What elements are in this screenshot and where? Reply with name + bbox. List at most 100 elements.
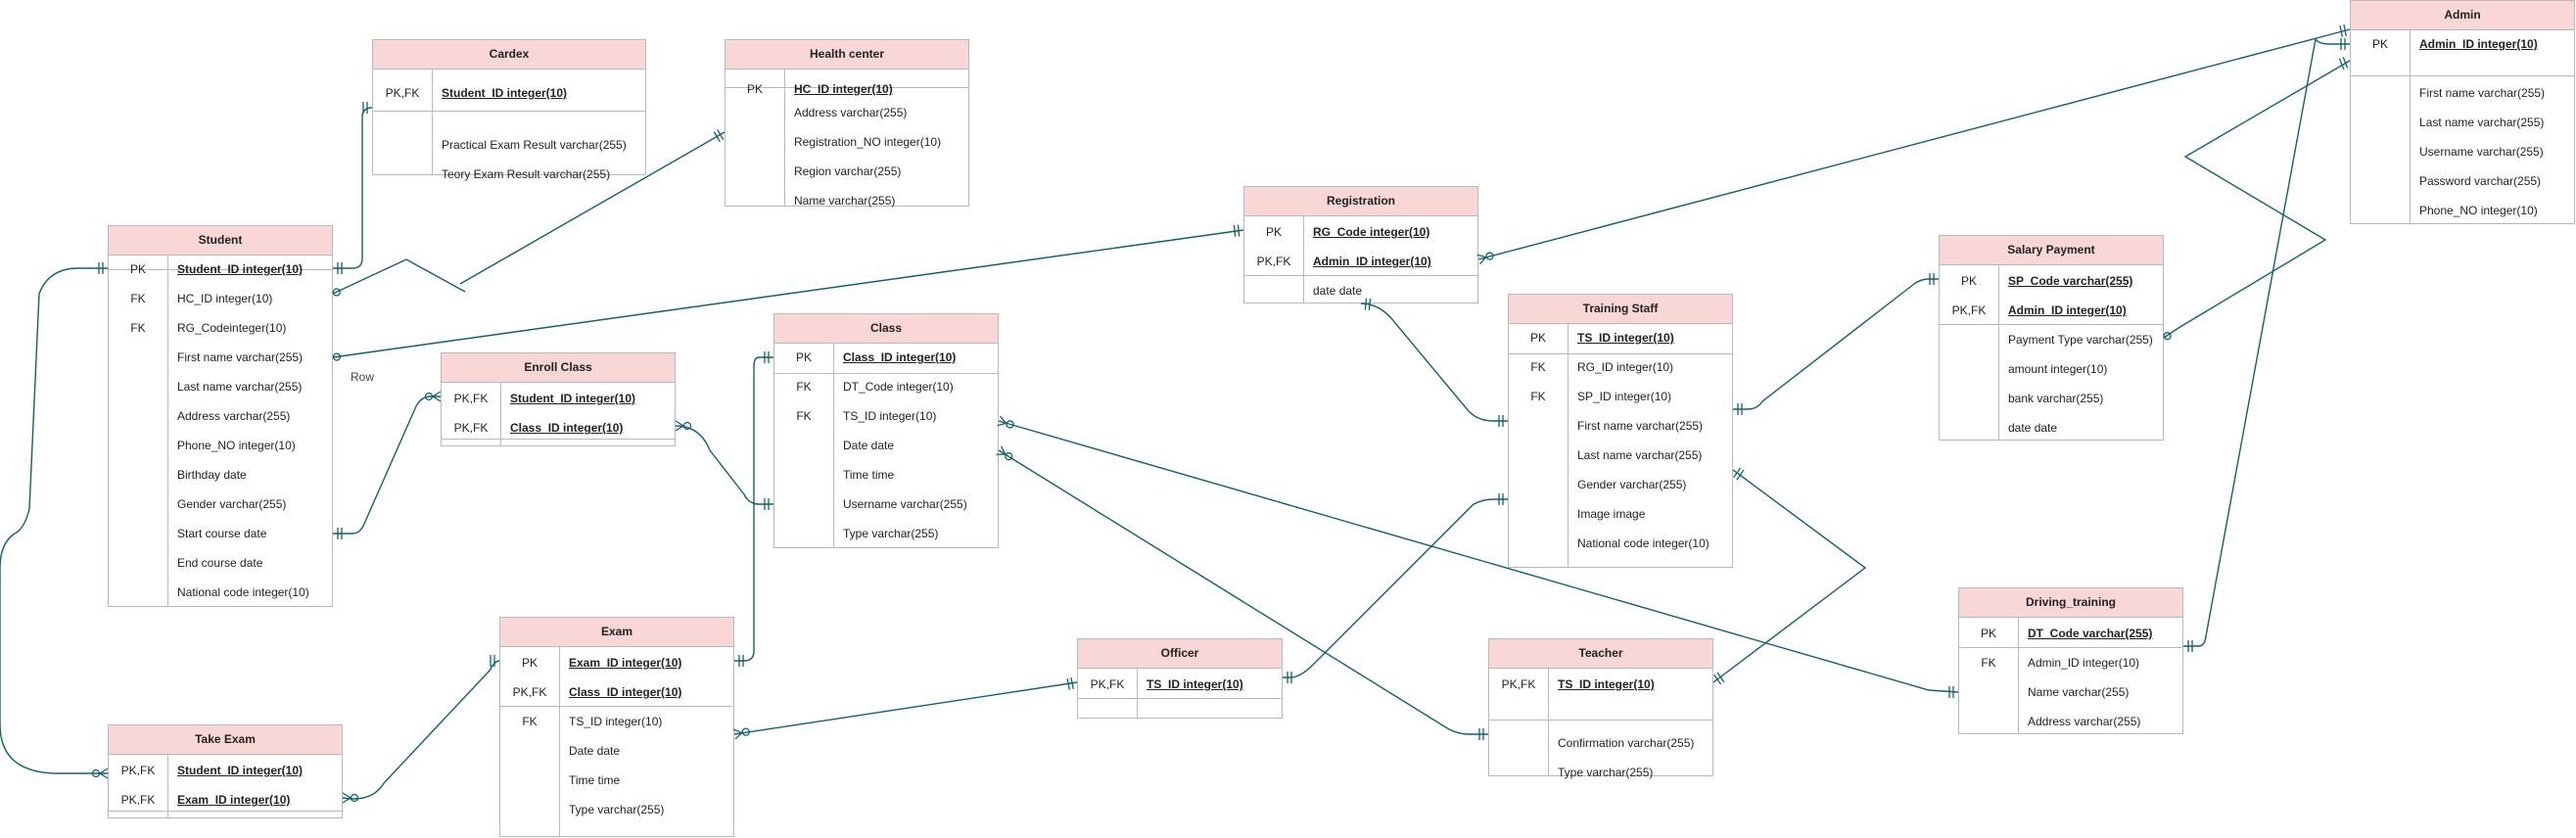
attribute-row[interactable]: Username varchar(255): [2351, 142, 2574, 162]
attribute-row[interactable]: Image image: [1509, 504, 1732, 524]
attribute-row[interactable]: Registration_NO integer(10): [726, 132, 968, 152]
attribute-text: HC_ID integer(10): [794, 82, 893, 96]
attribute-row[interactable]: Birthday date: [109, 465, 332, 485]
attribute-row[interactable]: First name varchar(255): [109, 348, 332, 367]
attribute-text: Last name varchar(255): [2419, 116, 2545, 129]
attribute-row[interactable]: Time time: [500, 770, 733, 790]
attribute-row[interactable]: date date: [1940, 418, 2163, 438]
entity-title: Take Exam: [109, 725, 342, 755]
attribute-text: Username varchar(255): [2419, 145, 2544, 159]
attribute-key: PK,FK: [1951, 303, 1987, 317]
attribute-row[interactable]: Phone_NO integer(10): [2351, 201, 2574, 220]
attribute-text: Region varchar(255): [794, 164, 902, 178]
attribute-row[interactable]: Address varchar(255): [1959, 712, 2182, 731]
section-divider: [1489, 720, 1712, 721]
attribute-row[interactable]: Type varchar(255): [500, 800, 733, 819]
attribute-row[interactable]: Password varchar(255): [2351, 171, 2574, 191]
attribute-row[interactable]: date date: [1244, 281, 1477, 301]
attribute-row[interactable]: Last name varchar(255): [2351, 113, 2574, 132]
attribute-row[interactable]: Name varchar(255): [1959, 682, 2182, 702]
attribute-row[interactable]: Last name varchar(255): [1509, 445, 1732, 465]
attribute-row[interactable]: Date date: [774, 436, 998, 455]
section-divider: [1509, 353, 1732, 354]
attribute-row[interactable]: Teory Exam Result varchar(255): [373, 164, 645, 184]
attribute-row[interactable]: First name varchar(255): [2351, 83, 2574, 103]
attribute-row[interactable]: Date date: [500, 741, 733, 761]
attribute-text: Gender varchar(255): [177, 497, 287, 511]
attribute-row[interactable]: Last name varchar(255): [109, 377, 332, 396]
crowfoot-mark: [999, 415, 1007, 424]
attribute-row[interactable]: End course date: [109, 553, 332, 573]
optional-mark: [332, 352, 342, 361]
attribute-row[interactable]: National code integer(10): [109, 582, 332, 602]
attribute-row[interactable]: Start course date: [109, 524, 332, 543]
attribute-row[interactable]: Region varchar(255): [726, 162, 968, 181]
attribute-row[interactable]: National code integer(10): [1509, 534, 1732, 553]
attribute-row[interactable]: First name varchar(255): [1509, 416, 1732, 436]
attribute-row[interactable]: Username varchar(255): [774, 494, 998, 514]
attribute-row[interactable]: Time time: [774, 465, 998, 485]
attribute-row[interactable]: Gender varchar(255): [109, 494, 332, 514]
attribute-row[interactable]: amount integer(10): [1940, 359, 2163, 379]
attribute-row[interactable]: bank varchar(255): [1940, 389, 2163, 408]
crowfoot-mark: [675, 425, 684, 432]
attribute-row[interactable]: Phone_NO integer(10): [109, 436, 332, 455]
attribute-row[interactable]: Practical Exam Result varchar(255): [373, 135, 645, 155]
attribute-row[interactable]: Type varchar(255): [1489, 763, 1712, 782]
attribute-text: date date: [1313, 284, 1363, 298]
section-divider: [1244, 275, 1477, 276]
attribute-row[interactable]: Type varchar(255): [774, 524, 998, 543]
attribute-row[interactable]: Name varchar(255): [726, 191, 968, 210]
crowfoot-mark: [732, 728, 743, 734]
attribute-row[interactable]: Address varchar(255): [726, 103, 968, 122]
attribute-text: Admin_ID integer(10): [1313, 255, 1431, 268]
entity-title: Training Staff: [1509, 295, 1732, 324]
attribute-row[interactable]: Gender varchar(255): [1509, 475, 1732, 494]
cardinality-one-mark: [1713, 674, 1722, 685]
attribute-row[interactable]: Address varchar(255): [109, 406, 332, 426]
attribute-row[interactable]: Payment Type varchar(255): [1940, 330, 2163, 349]
attribute-row[interactable]: Confirmation varchar(255): [1489, 733, 1712, 753]
